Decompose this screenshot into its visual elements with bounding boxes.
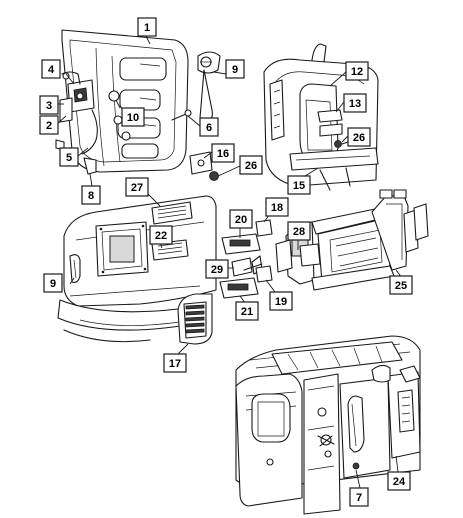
- callout-26-right: 26: [347, 127, 371, 147]
- callout-4: 4: [41, 59, 61, 79]
- callout-1: 1: [137, 17, 157, 37]
- latch-assembly: [59, 71, 95, 123]
- callout-2: 2: [39, 115, 59, 135]
- callout-13: 13: [343, 93, 367, 113]
- tailgate-exterior: [57, 195, 217, 343]
- callout-26-right-label: 26: [353, 132, 365, 144]
- callout-21-label: 21: [241, 306, 253, 318]
- callout-26-left: 26: [239, 155, 263, 175]
- callout-16: 16: [211, 143, 235, 163]
- callout-25: 25: [389, 275, 413, 295]
- hinge-bracket-20: [221, 233, 261, 255]
- callout-15: 15: [287, 175, 311, 195]
- bracket-16: [189, 151, 213, 175]
- callout-22-label: 22: [155, 230, 167, 242]
- callout-15-label: 15: [293, 180, 305, 192]
- callout-9-top: 9: [225, 59, 245, 79]
- hinge-pad-18: [255, 219, 273, 237]
- callout-24-label: 24: [393, 476, 406, 488]
- callout-19: 19: [269, 291, 293, 311]
- fastener-26-right: [334, 140, 349, 148]
- callout-10: 10: [121, 107, 145, 127]
- callout-5-label: 5: [66, 152, 72, 164]
- callout-20-label: 20: [235, 214, 247, 226]
- callout-3-label: 3: [46, 100, 52, 112]
- callout-19-label: 19: [275, 296, 287, 308]
- callout-22: 22: [149, 225, 173, 245]
- callout-17: 17: [163, 353, 187, 373]
- callout-12: 12: [345, 61, 369, 81]
- callout-25-label: 25: [395, 280, 407, 292]
- callout-21: 21: [235, 301, 259, 321]
- callout-26-left-label: 26: [245, 160, 257, 172]
- callout-6-label: 6: [206, 122, 212, 134]
- rear-body-view: [235, 335, 421, 515]
- callout-16-label: 16: [217, 148, 229, 160]
- callout-18-label: 18: [271, 202, 283, 214]
- callout-5: 5: [59, 147, 79, 167]
- callout-27-label: 27: [131, 182, 143, 194]
- exterior-handle-top: [197, 51, 221, 123]
- callout-24: 24: [387, 471, 411, 491]
- callout-20: 20: [229, 209, 253, 229]
- callout-1-label: 1: [144, 22, 150, 34]
- callout-9-middle-label: 9: [50, 278, 56, 290]
- callout-10-label: 10: [127, 112, 139, 124]
- callout-7-label: 7: [356, 492, 362, 504]
- callout-2-label: 2: [46, 120, 52, 132]
- callout-13-label: 13: [349, 98, 361, 110]
- hinge-pad-19: [255, 265, 273, 283]
- callout-28-label: 28: [293, 226, 305, 238]
- bolt-6: [171, 109, 192, 121]
- callout-4-label: 4: [48, 64, 55, 76]
- callout-27: 27: [125, 177, 149, 197]
- callout-12-label: 12: [351, 66, 363, 78]
- callout-3: 3: [39, 95, 59, 115]
- leader-lines: [55, 35, 403, 489]
- release-cable: [81, 109, 98, 155]
- body-corner-top-right: [263, 43, 379, 191]
- callout-17-label: 17: [169, 358, 181, 370]
- callout-7: 7: [349, 487, 369, 507]
- callout-29-label: 29: [211, 264, 223, 276]
- cable-clip: [83, 157, 97, 175]
- callout-8-label: 8: [88, 190, 94, 202]
- callout-29: 29: [205, 259, 229, 279]
- callout-9-top-label: 9: [232, 64, 238, 76]
- callout-18: 18: [265, 197, 289, 217]
- air-exhauster-vent: [177, 293, 213, 345]
- nut-26: [209, 171, 219, 181]
- exterior-handle-middle: [69, 254, 81, 283]
- callout-6: 6: [199, 117, 219, 137]
- callout-28: 28: [287, 221, 311, 241]
- hinge-bracket-29: [231, 255, 263, 277]
- callout-8: 8: [81, 185, 101, 205]
- hinge-bracket-21: [219, 277, 259, 299]
- callout-9-middle: 9: [43, 273, 63, 293]
